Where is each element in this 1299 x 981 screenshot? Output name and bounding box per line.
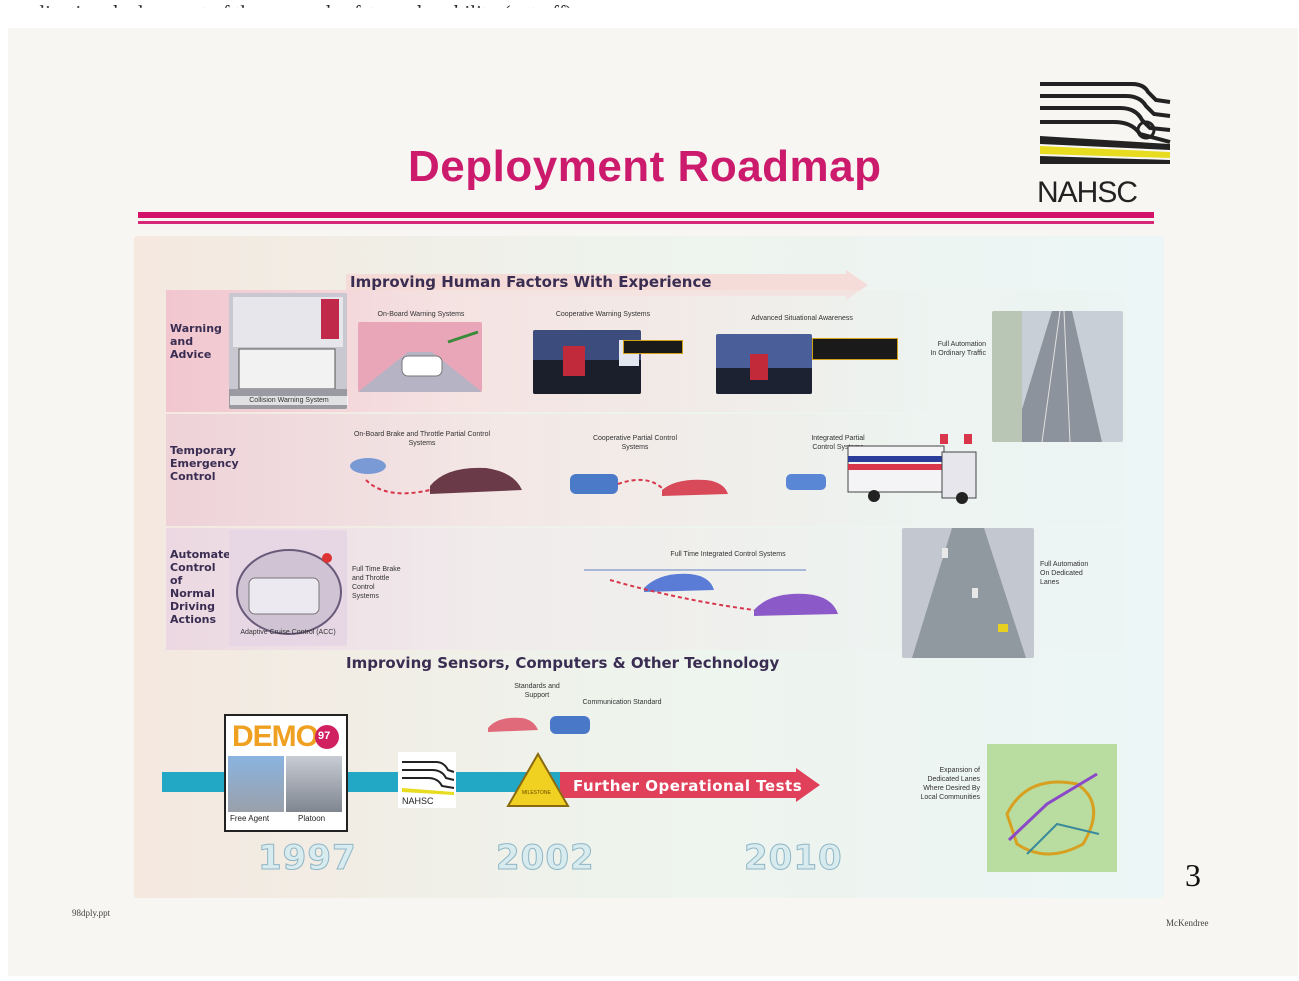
title-rule bbox=[138, 212, 1154, 226]
cooperative-warning-caption: Cooperative Warning Systems bbox=[555, 311, 651, 318]
collision-warning-caption: Collision Warning System bbox=[230, 396, 348, 405]
highway-traffic-image-1 bbox=[992, 311, 1123, 442]
sensors-header: Improving Sensors, Computers & Other Tec… bbox=[346, 654, 780, 672]
slide-title: Deployment Roadmap bbox=[408, 142, 882, 191]
nahsc-logo-text: NAHSC bbox=[1037, 176, 1138, 209]
demo-badge-icon bbox=[315, 725, 339, 749]
full-auto-ordinary-caption: Full Automation In Ordinary Traffic bbox=[930, 341, 986, 357]
demo-year-badge: 97 bbox=[318, 730, 331, 742]
year-1997: 1997 bbox=[258, 838, 357, 879]
cut-off-header-text: application deployment of these...road s… bbox=[9, 1, 573, 25]
year-2010: 2010 bbox=[744, 838, 843, 879]
nahsc-small-logo-text: NAHSC bbox=[402, 796, 434, 806]
demo-label: DEMO bbox=[232, 720, 319, 753]
nahsc-logo-icon bbox=[1040, 82, 1171, 164]
onboard-brake-caption: On-Board Brake and Throttle Partial Cont… bbox=[353, 431, 491, 447]
year-2002: 2002 bbox=[496, 838, 595, 879]
dedicated-lanes-map-image bbox=[987, 744, 1117, 872]
full-time-integrated-caption: Full Time Integrated Control Systems bbox=[670, 551, 786, 558]
full-auto-dedicated-caption: Full Automation On Dedicated Lanes bbox=[1040, 561, 1089, 586]
integrated-partial-caption: Integrated Partial Control Systems bbox=[811, 435, 865, 451]
advanced-awareness-caption: Advanced Situational Awareness bbox=[751, 315, 853, 322]
full-time-integrated-cars-image bbox=[584, 569, 838, 616]
onboard-brake-cars-image bbox=[350, 458, 522, 495]
adaptive-cruise-control-image bbox=[229, 530, 347, 646]
acc-caption: Adaptive Cruise Control (ACC) bbox=[240, 629, 336, 636]
demo-photo-free-agent bbox=[228, 756, 284, 812]
warning-sign-2 bbox=[812, 338, 898, 360]
further-tests-arrow bbox=[560, 768, 820, 802]
milestone-sign-text: MILESTONE bbox=[522, 790, 551, 796]
platoon-caption: Platoon bbox=[298, 814, 326, 823]
slide-number: 3 bbox=[1185, 857, 1201, 893]
warning-sign-1 bbox=[623, 340, 683, 354]
standards-caption: Standards and Support bbox=[514, 683, 560, 699]
milestone-sign-icon bbox=[506, 752, 570, 807]
cooperative-partial-caption: Cooperative Partial Control Systems bbox=[592, 435, 678, 451]
footer-author: McKendree bbox=[1166, 918, 1209, 928]
integrated-partial-truck-image bbox=[786, 434, 977, 504]
row-label-emergency: Temporary Emergency Control bbox=[170, 444, 239, 483]
row-label-automated: Automated Control of Normal Driving Acti… bbox=[170, 548, 239, 626]
free-agent-caption: Free Agent bbox=[230, 814, 270, 823]
advanced-awareness-image bbox=[716, 334, 812, 394]
cooperative-partial-cars-image bbox=[570, 474, 728, 496]
full-time-brake-caption: Full Time Brake and Throttle Control Sys… bbox=[352, 566, 401, 600]
highway-traffic-image-2 bbox=[902, 528, 1034, 658]
expansion-caption: Expansion of Dedicated Lanes Where Desir… bbox=[920, 767, 980, 801]
footer-filename: 98dply.ppt bbox=[72, 908, 111, 918]
nahsc-small-logo-icon bbox=[398, 752, 456, 808]
comm-standard-caption: Communication Standard bbox=[582, 699, 662, 706]
demo97-panel: DEMO 97 Free Agent Platoon bbox=[224, 714, 348, 832]
demo-photo-platoon bbox=[286, 756, 342, 812]
further-tests-label: Further Operational Tests bbox=[573, 777, 803, 795]
human-factors-header: Improving Human Factors With Experience bbox=[350, 273, 712, 291]
onboard-warning-caption: On-Board Warning Systems bbox=[377, 311, 465, 318]
onboard-warning-image bbox=[358, 322, 482, 392]
standards-cars-image bbox=[488, 716, 590, 734]
collision-warning-truck-image bbox=[229, 293, 347, 409]
row-label-warning: Warning and Advice bbox=[170, 322, 222, 361]
